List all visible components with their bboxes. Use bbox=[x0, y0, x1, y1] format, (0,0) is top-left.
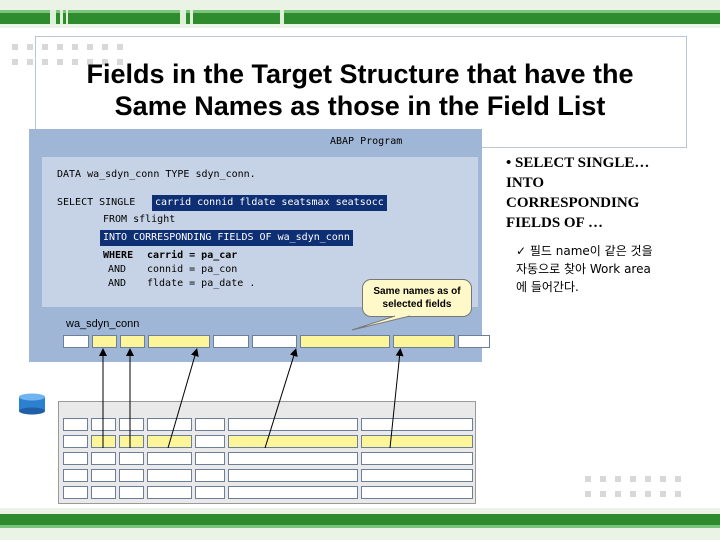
db-field bbox=[228, 469, 358, 482]
wa-field bbox=[393, 335, 455, 348]
db-field bbox=[195, 435, 225, 448]
wa-field bbox=[120, 335, 145, 348]
db-field bbox=[119, 486, 144, 499]
db-field bbox=[147, 486, 192, 499]
code-data-stmt: DATA wa_sdyn_conn TYPE sdyn_conn. bbox=[57, 169, 256, 180]
wa-field bbox=[63, 335, 89, 348]
code-and1-cond: connid = pa_con bbox=[147, 264, 238, 275]
db-row bbox=[63, 469, 473, 482]
bullet-line-2: INTO bbox=[506, 175, 545, 191]
db-field bbox=[147, 452, 192, 465]
db-field bbox=[119, 469, 144, 482]
code-and2-kw: AND bbox=[108, 278, 127, 289]
code-where-kw: WHERE bbox=[103, 250, 134, 261]
callout-same-names: Same names as of selected fields bbox=[362, 279, 472, 317]
db-row bbox=[63, 418, 473, 431]
program-label: ABAP Program bbox=[330, 136, 403, 147]
title-line-2: Same Names as those in the Field List bbox=[114, 91, 606, 121]
note-line-1: ✓ 필드 name이 같은 것을 bbox=[516, 244, 653, 258]
db-row bbox=[63, 486, 473, 499]
code-and1-kw: AND bbox=[108, 264, 127, 275]
wa-field bbox=[148, 335, 210, 348]
db-field bbox=[195, 452, 225, 465]
db-field bbox=[147, 418, 192, 431]
db-field bbox=[63, 452, 88, 465]
db-field bbox=[119, 452, 144, 465]
note-auto-mapping: ✓ 필드 name이 같은 것을 자동으로 찾아 Work area 에 들어간… bbox=[516, 242, 716, 296]
db-field bbox=[119, 435, 144, 448]
db-field bbox=[119, 418, 144, 431]
decor-dots-bottom-right bbox=[585, 476, 686, 502]
wa-field bbox=[300, 335, 390, 348]
db-field bbox=[63, 418, 88, 431]
db-row bbox=[63, 452, 473, 465]
db-field bbox=[361, 469, 473, 482]
code-into: INTO CORRESPONDING FIELDS OF wa_sdyn_con… bbox=[100, 230, 353, 246]
db-field bbox=[228, 435, 358, 448]
db-field bbox=[63, 486, 88, 499]
db-field bbox=[228, 452, 358, 465]
code-select: SELECT SINGLE bbox=[57, 197, 136, 208]
wa-field bbox=[213, 335, 249, 348]
callout-line-1: Same names as of bbox=[373, 286, 461, 297]
code-from: FROM sflight bbox=[103, 214, 176, 225]
bullet-line-4: FIELDS OF … bbox=[506, 215, 603, 231]
db-field bbox=[63, 435, 88, 448]
db-field bbox=[91, 469, 116, 482]
db-field bbox=[361, 435, 473, 448]
bottom-decor-bar bbox=[0, 508, 720, 540]
work-area-row bbox=[63, 335, 490, 348]
database-icon bbox=[19, 393, 45, 415]
db-field bbox=[228, 418, 358, 431]
bullet-line-1: • SELECT SINGLE… bbox=[506, 155, 650, 171]
db-field bbox=[91, 452, 116, 465]
db-field bbox=[228, 486, 358, 499]
db-field bbox=[147, 469, 192, 482]
db-field bbox=[195, 486, 225, 499]
code-field-list: carrid connid fldate seatsmax seatsocc bbox=[152, 195, 387, 211]
db-field bbox=[195, 469, 225, 482]
decor-dots-top-left bbox=[12, 44, 128, 70]
code-and2-cond: fldate = pa_date . bbox=[147, 278, 256, 289]
db-row-selected bbox=[63, 435, 473, 448]
bullet-select-single: • SELECT SINGLE… INTO CORRESPONDING FIEL… bbox=[506, 153, 706, 233]
db-field bbox=[361, 486, 473, 499]
wa-field bbox=[252, 335, 297, 348]
slide-title: Fields in the Target Structure that have… bbox=[40, 58, 680, 122]
top-decor-bar bbox=[0, 0, 720, 28]
note-line-2: 자동으로 찾아 Work area bbox=[516, 262, 651, 276]
structure-label: wa_sdyn_conn bbox=[66, 318, 140, 330]
title-line-1: Fields in the Target Structure that have… bbox=[86, 59, 634, 89]
db-field bbox=[195, 418, 225, 431]
wa-field bbox=[92, 335, 117, 348]
wa-field bbox=[458, 335, 490, 348]
db-field bbox=[91, 486, 116, 499]
bullet-line-3: CORRESPONDING bbox=[506, 195, 640, 211]
db-field bbox=[361, 418, 473, 431]
db-field bbox=[63, 469, 88, 482]
note-line-3: 에 들어간다. bbox=[516, 280, 579, 294]
db-field bbox=[361, 452, 473, 465]
code-where-cond: carrid = pa_car bbox=[147, 250, 238, 261]
callout-line-2: selected fields bbox=[382, 299, 452, 310]
